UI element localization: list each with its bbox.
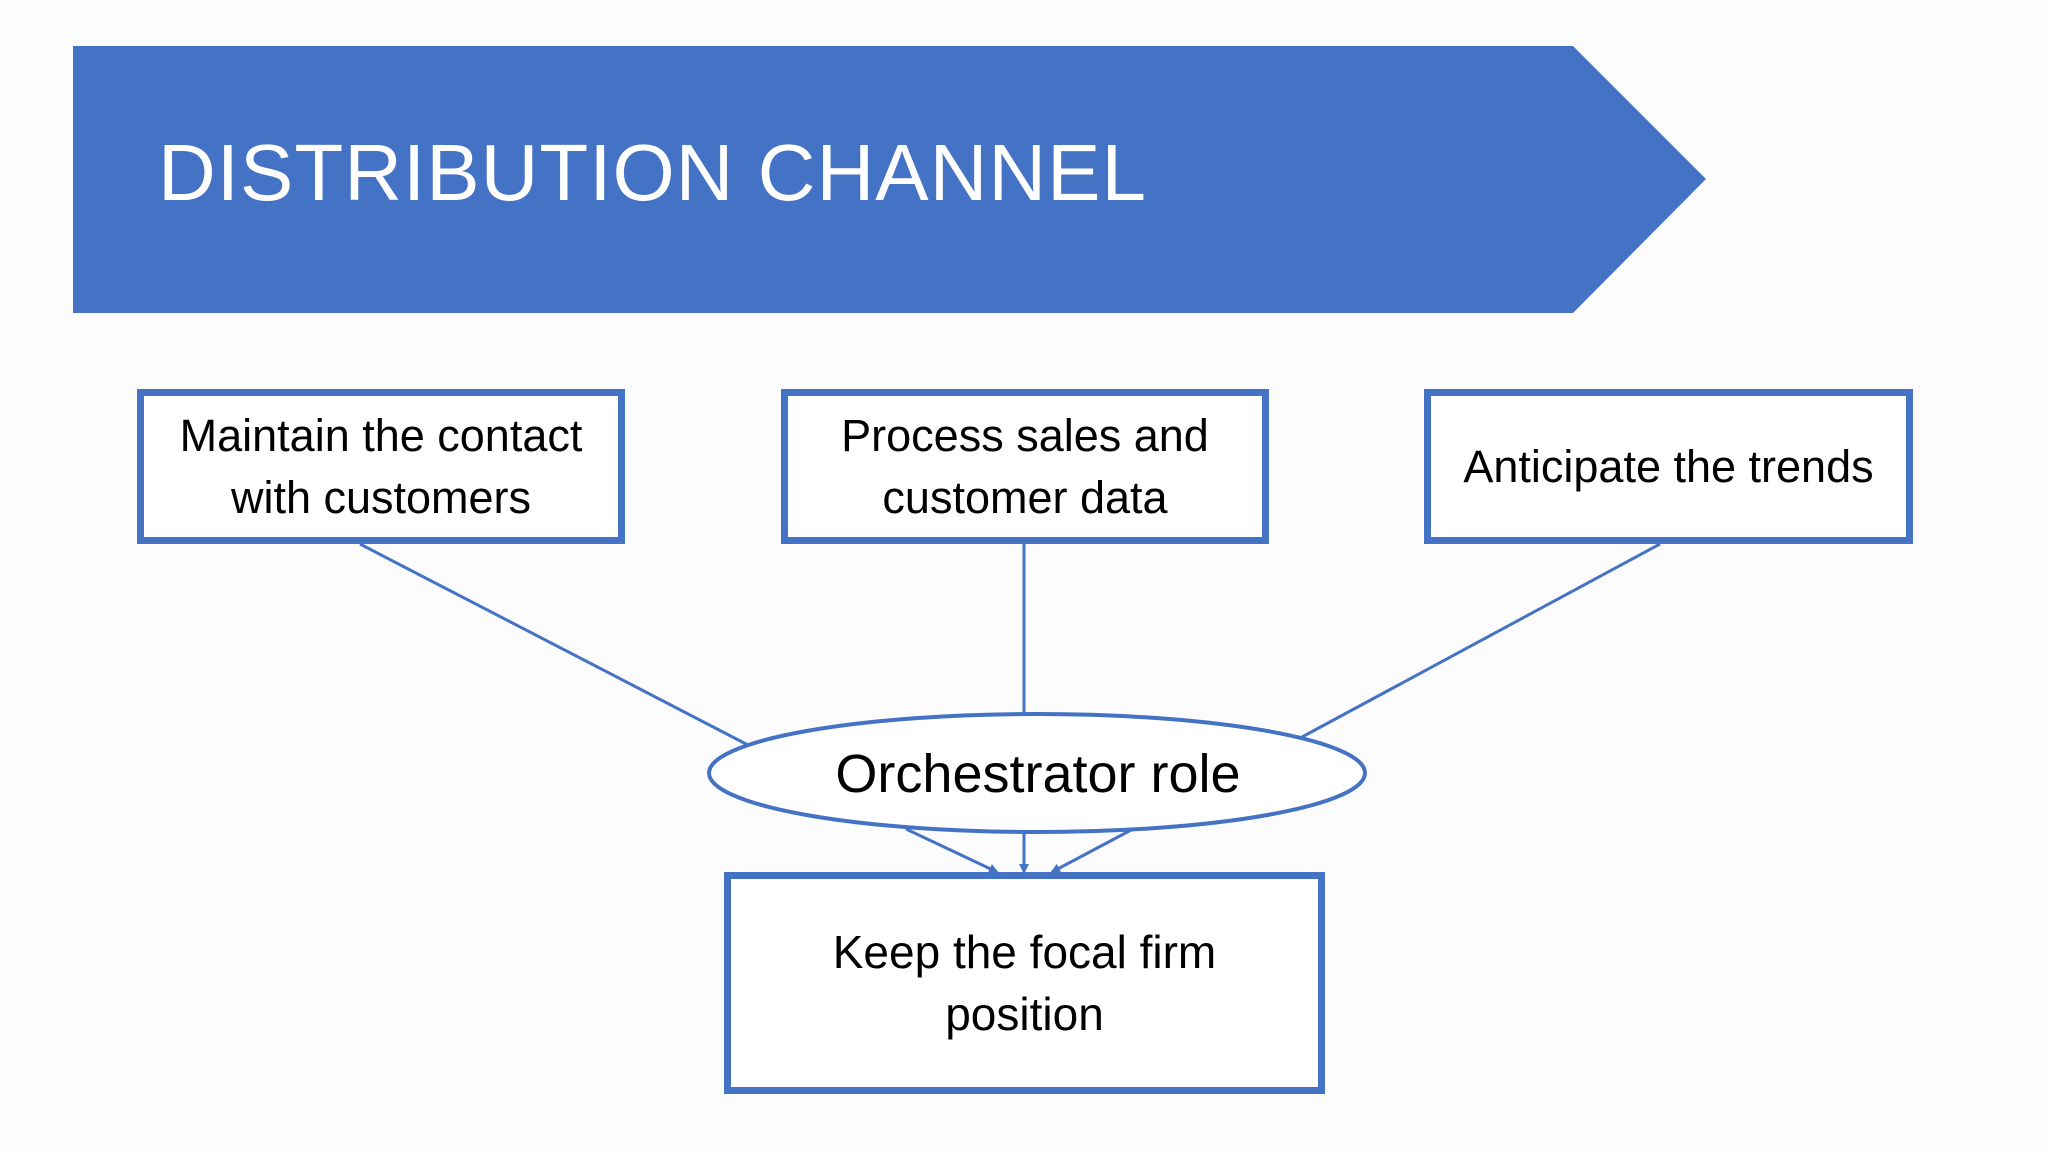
orchestrator-label: Orchestrator role [835,744,1241,804]
edge-orchestrator-to-focal-left [905,827,999,874]
banner-arrow-shape [73,46,1706,313]
node-keep-focal-position-label: Keep the focal firm position [832,926,1217,1040]
edge-orchestrator-to-focal-right [1050,827,1134,874]
edge-trends-to-orchestrator [1301,542,1661,739]
node-process-sales-label: Process sales and customer data [841,409,1209,523]
node-maintain-contact-label: Maintain the contact with customers [179,409,583,523]
node-anticipate-trends-label: Anticipate the trends [1463,440,1874,492]
edge-contact-to-orchestrator [359,542,749,747]
node-anticipate-trends: Anticipate the trends [1424,389,1913,544]
node-maintain-contact: Maintain the contact with customers [137,389,625,544]
page-title: DISTRIBUTION CHANNEL [158,128,1147,217]
orchestrator-ellipse [707,712,1367,834]
node-keep-focal-position: Keep the focal firm position [724,872,1325,1094]
node-process-sales: Process sales and customer data [781,389,1269,544]
